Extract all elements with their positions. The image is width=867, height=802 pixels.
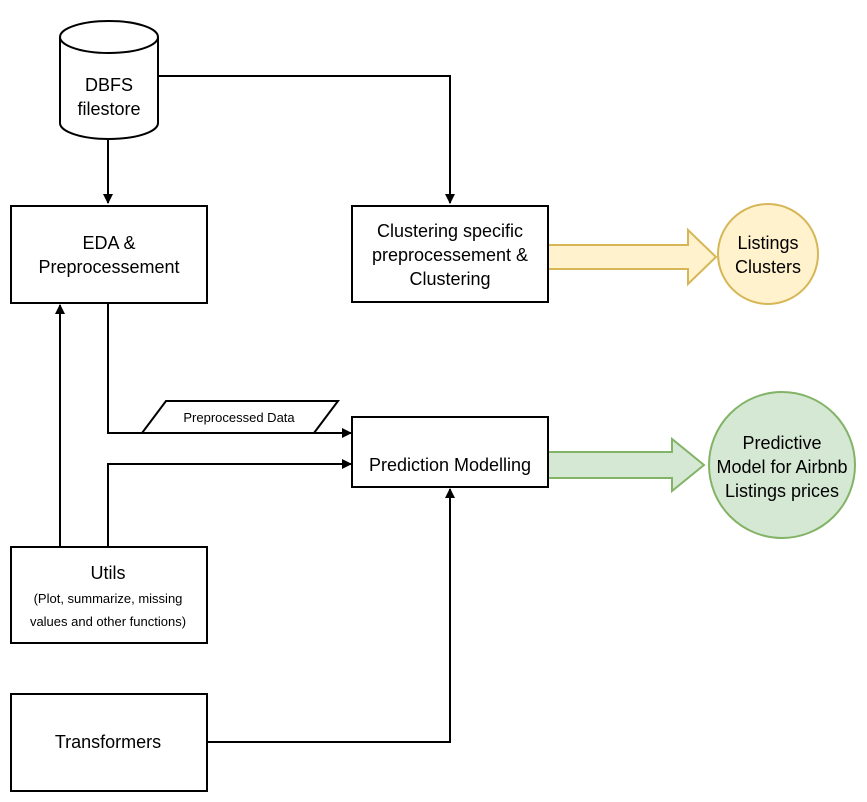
utils-title: Utils — [91, 563, 126, 583]
clustering-label-line2: preprocessement & — [372, 245, 528, 265]
transformers-label: Transformers — [55, 732, 161, 752]
prediction-modelling-label: Prediction Modelling — [369, 455, 531, 475]
cylinder-body — [59, 37, 159, 140]
edge-utils-to-prediction — [107, 459, 352, 547]
dbfs-label-line2: filestore — [77, 99, 140, 119]
utils-desc-line1: (Plot, summarize, missing — [34, 591, 183, 606]
predictive-model-label-line1: Predictive — [742, 433, 821, 453]
listings-clusters-label-line2: Clusters — [735, 257, 801, 277]
transformers-node: Transformers — [10, 693, 208, 792]
utils-node: Utils (Plot, summarize, missing values a… — [10, 546, 208, 644]
dbfs-filestore-node: DBFS filestore — [59, 20, 159, 140]
eda-label-line1: EDA & — [82, 233, 135, 253]
listings-clusters-label-line1: Listings — [737, 233, 798, 253]
yellow-block-arrow — [546, 227, 718, 287]
preprocessed-data-node: Preprocessed Data — [140, 400, 340, 434]
dbfs-label-line1: DBFS — [85, 75, 133, 95]
clustering-label-line1: Clustering specific — [377, 221, 523, 241]
edge-transformers-to-prediction — [207, 488, 455, 743]
predictive-model-node: Predictive Model for Airbnb Listings pri… — [708, 391, 856, 539]
preprocessed-data-parallelogram — [140, 400, 340, 434]
eda-label-line2: Preprocessement — [38, 257, 179, 277]
predictive-model-label-line2: Model for Airbnb — [716, 457, 847, 477]
edge-dbfs-to-clustering — [158, 75, 455, 204]
preprocessed-data-label: Preprocessed Data — [183, 410, 295, 425]
predictive-model-label-line3: Listings prices — [725, 481, 839, 501]
predictive-model-circle — [708, 391, 856, 539]
listings-clusters-circle — [717, 203, 819, 305]
utils-desc-line2: values and other functions) — [30, 614, 186, 629]
clustering-label-line3: Clustering — [409, 269, 490, 289]
clustering-node: Clustering specific preprocessement & Cl… — [351, 205, 549, 303]
green-block-arrow — [546, 436, 706, 494]
listings-clusters-node: Listings Clusters — [717, 203, 819, 305]
prediction-modelling-node: Prediction Modelling — [351, 416, 549, 488]
cylinder-top — [59, 20, 159, 54]
eda-preprocessement-node: EDA & Preprocessement — [10, 205, 208, 304]
